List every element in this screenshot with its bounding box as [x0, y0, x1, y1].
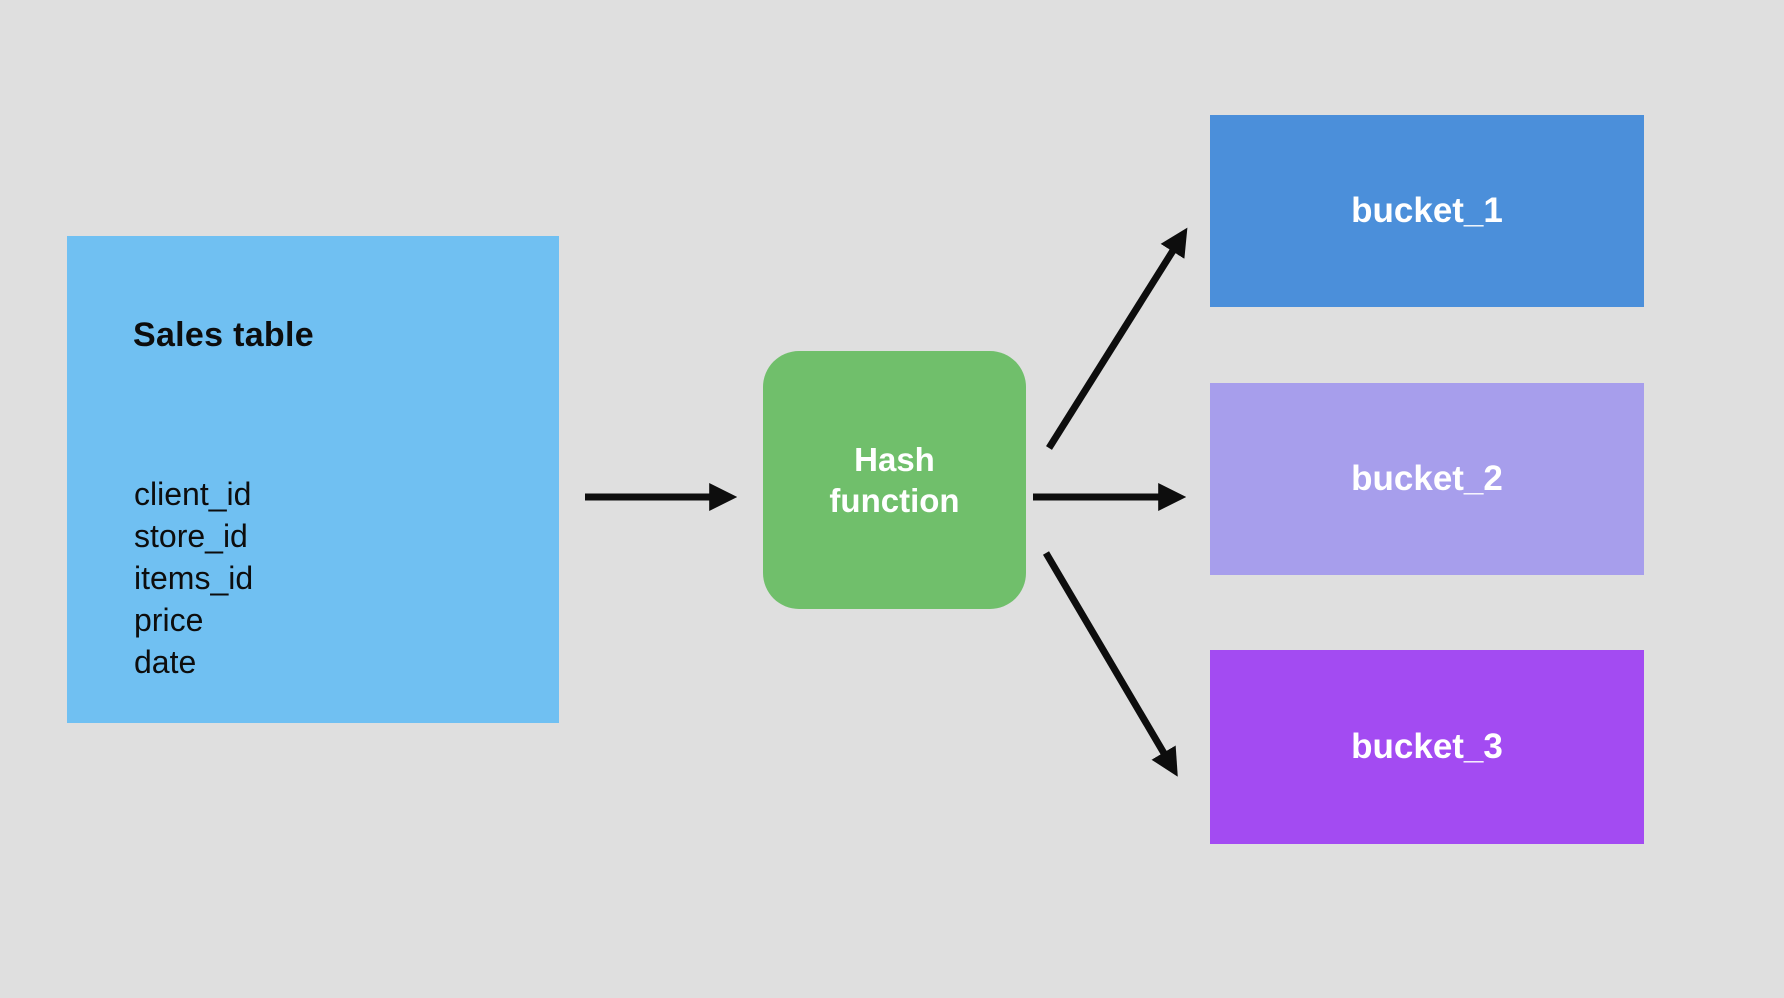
- bucket-3-node: bucket_3: [1210, 650, 1644, 844]
- hash-function-label: Hash function: [829, 439, 959, 521]
- hash-function-label-line2: function: [829, 482, 960, 519]
- sales-table-field-list: client_id store_id items_id price date: [134, 473, 253, 683]
- arrow-hash-to-bucket-3: [1042, 551, 1178, 777]
- sales-table-node: Sales table client_id store_id items_id …: [67, 236, 559, 723]
- bucket-2-node: bucket_2: [1210, 383, 1644, 575]
- bucket-3-label: bucket_3: [1351, 727, 1503, 766]
- bucket-1-node: bucket_1: [1210, 115, 1644, 307]
- sales-table-title: Sales table: [133, 316, 314, 354]
- field-client-id: client_id: [134, 476, 252, 512]
- field-items-id: items_id: [134, 560, 254, 596]
- field-store-id: store_id: [134, 518, 248, 554]
- hash-function-label-line1: Hash: [854, 441, 935, 478]
- field-date: date: [134, 644, 197, 680]
- arrow-hash-to-bucket-1: [1046, 227, 1188, 450]
- field-price: price: [134, 602, 204, 638]
- hash-function-node: Hash function: [763, 351, 1026, 609]
- bucket-2-label: bucket_2: [1351, 459, 1503, 498]
- bucket-1-label: bucket_1: [1351, 191, 1503, 230]
